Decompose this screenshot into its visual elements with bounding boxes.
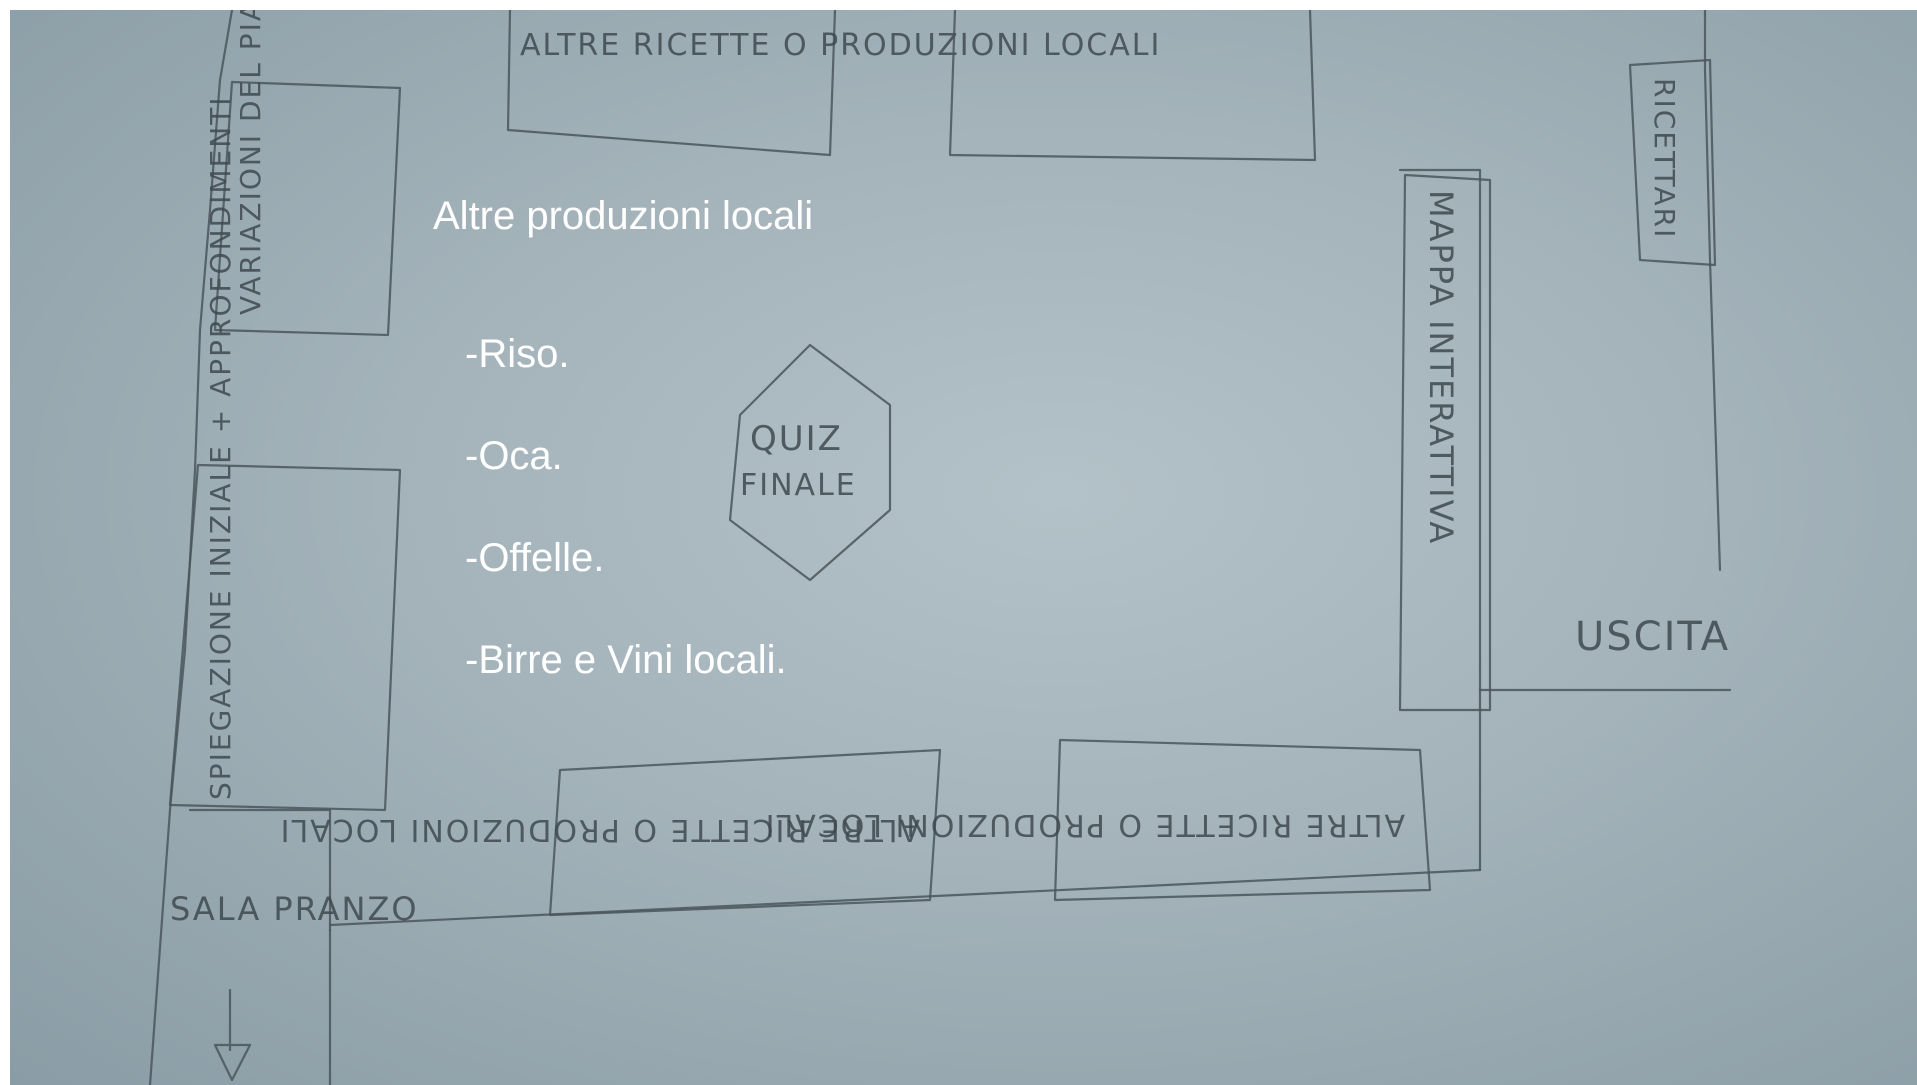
sala-pranzo-label: SALA PRANZO <box>170 890 419 928</box>
ricettari-label: RICETTARI <box>1648 78 1681 239</box>
spiegazione-label: SPIEGAZIONE INIZIALE + APPROFONDIMENTI <box>204 95 237 800</box>
top-left-box: ALTRE RICETTE O PRODUZIONI LOCALI <box>506 10 1161 157</box>
top-right-box <box>948 10 1317 162</box>
list-item-offelle: -Offelle. <box>465 536 605 580</box>
mappa-label: MAPPA INTERATTIVA <box>1422 190 1460 545</box>
bottom-right-box-label: ALTRE RICETTE O PRODUZIONI LOCALI <box>764 807 1405 842</box>
list-item-birre-vini: -Birre e Vini locali. <box>465 638 787 682</box>
list-item-riso: -Riso. <box>465 332 570 376</box>
quiz-label-1: QUIZ <box>750 419 843 459</box>
quiz-label-2: FINALE <box>740 468 857 503</box>
spiegazione-box: SPIEGAZIONE INIZIALE + APPROFONDIMENTI <box>168 95 402 812</box>
bottom-right-box: ALTRE RICETTE O PRODUZIONI LOCALI <box>764 738 1432 902</box>
variazioni-box: VARIAZIONI DEL PIATTO <box>213 10 402 337</box>
floor-plan-sketch: ALTRE RICETTE O PRODUZIONI LOCALI VARIAZ… <box>148 10 1732 1085</box>
ricettari-box: RICETTARI <box>1628 58 1717 267</box>
bottom-left-box: ALTRE RICETTE O PRODUZIONI LOCALI <box>279 748 942 917</box>
slide-title: Altre produzioni locali <box>433 194 814 238</box>
bottom-left-box-label: ALTRE RICETTE O PRODUZIONI LOCALI <box>279 812 920 847</box>
list-item-oca: -Oca. <box>465 434 563 478</box>
mappa-box: MAPPA INTERATTIVA <box>1398 173 1492 712</box>
top-left-box-label-1: ALTRE RICETTE O PRODUZIONI LOCALI <box>520 28 1161 63</box>
variazioni-label: VARIAZIONI DEL PIATTO <box>234 10 267 315</box>
sala-pranzo: SALA PRANZO <box>170 890 419 1082</box>
uscita-label: USCITA <box>1575 614 1730 660</box>
slide-background: ALTRE RICETTE O PRODUZIONI LOCALI VARIAZ… <box>10 10 1917 1085</box>
quiz-hexagon: QUIZ FINALE <box>728 343 892 582</box>
